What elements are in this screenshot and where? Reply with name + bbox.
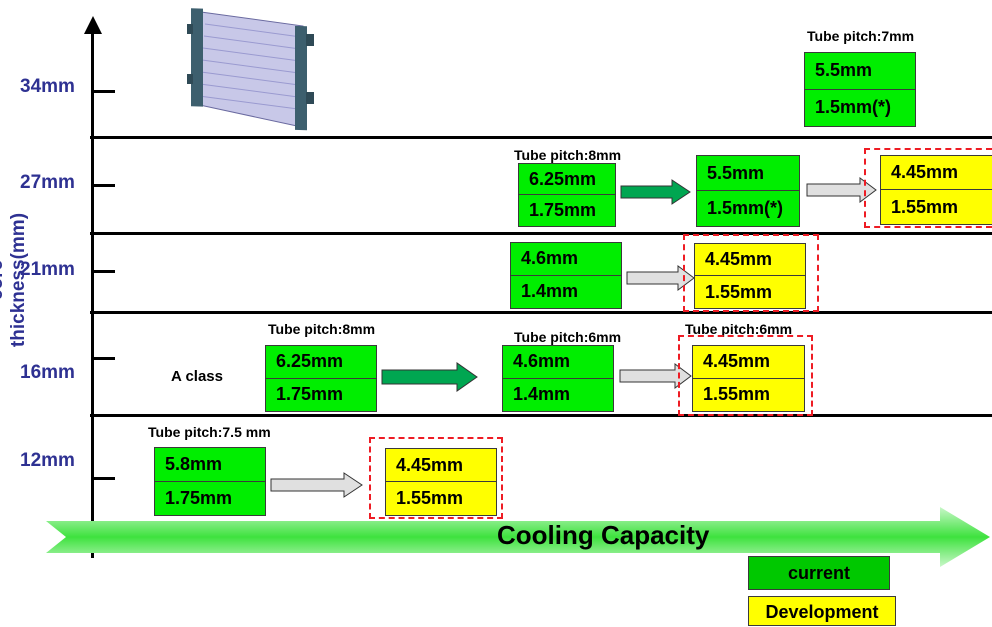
spec-value-top: 4.45mm [881, 156, 992, 190]
spec-box-16-current-1: 6.25mm 1.75mm [265, 345, 377, 412]
spec-box-16-current-2: 4.6mm 1.4mm [502, 345, 614, 412]
a-class-label: A class [171, 368, 223, 385]
spec-value-top: 5.5mm [697, 156, 799, 191]
tube-pitch-label-16-b: Tube pitch:6mm [514, 329, 622, 345]
spec-value-bottom: 1.55mm [396, 488, 464, 508]
spec-box-21-current: 4.6mm 1.4mm [510, 242, 622, 309]
spec-value-top: 6.25mm [266, 346, 376, 379]
tube-pitch-label-16-a: Tube pitch:8mm [268, 321, 376, 337]
tube-pitch-label-16-c: Tube pitch:6mm [685, 321, 793, 337]
spec-value-bottom: 1.4mm [521, 281, 579, 302]
green-arrow-16 [381, 362, 478, 392]
development-outline-27 [864, 148, 992, 228]
spec-value-top: 6.25mm [519, 164, 615, 195]
development-outline-21 [683, 234, 819, 312]
spec-box-16-development: 4.45mm 1.55mm [692, 345, 805, 412]
row-divider-16-12 [90, 414, 992, 417]
spec-value-bottom: 1.55mm [703, 384, 771, 405]
row-divider-21-16 [90, 311, 992, 314]
tube-pitch-label-27: Tube pitch:8mm [514, 147, 622, 163]
y-axis-arrowhead [84, 16, 102, 34]
spec-value-bottom: 1.4mm [513, 384, 571, 405]
y-axis-title: core thickness(mm) [0, 212, 29, 348]
spec-box-34-current: 5.5mm 1.5mm(*) [804, 52, 916, 127]
spec-box-21-development: 4.45mm 1.55mm [694, 243, 806, 309]
y-label-16mm: 16mm [20, 362, 75, 383]
spec-value-bottom: 1.75mm [529, 200, 597, 220]
tick-12mm [93, 477, 115, 480]
tick-21mm [93, 270, 115, 273]
tube-pitch-label-12: Tube pitch:7.5 mm [148, 424, 271, 440]
spec-value-top: 5.5mm [805, 53, 915, 90]
legend-development: Development [748, 596, 896, 626]
spec-value-top: 5.8mm [155, 448, 265, 482]
development-outline-12 [369, 437, 503, 519]
tube-pitch-label-34: Tube pitch:7mm [807, 28, 915, 44]
y-axis-line [91, 30, 94, 558]
spec-value-top: 4.6mm [503, 346, 613, 379]
y-label-12mm: 12mm [20, 450, 75, 471]
tick-27mm [93, 184, 115, 187]
cooling-capacity-label: Cooling Capacity [497, 520, 710, 550]
spec-box-12-current: 5.8mm 1.75mm [154, 447, 266, 516]
cooling-capacity-arrow [46, 507, 990, 567]
y-label-27mm: 27mm [20, 172, 75, 193]
spec-value-bottom: 1.75mm [165, 487, 233, 508]
green-arrow-27 [620, 179, 691, 205]
spec-value-top: 4.6mm [511, 243, 621, 276]
spec-value-bottom: 1.55mm [705, 281, 773, 302]
spec-value-bottom: 1.5mm(*) [707, 198, 784, 218]
gray-arrow-27 [806, 177, 877, 203]
y-label-21mm: 21mm [20, 259, 75, 280]
spec-box-12-development: 4.45mm 1.55mm [385, 448, 497, 516]
spec-value-top: 4.45mm [695, 244, 805, 276]
gray-arrow-21 [626, 265, 695, 291]
spec-value-top: 4.45mm [386, 449, 496, 482]
y-label-34mm: 34mm [20, 76, 75, 97]
spec-value-bottom: 1.5mm(*) [815, 97, 892, 118]
legend-current: current [748, 556, 890, 590]
row-divider-34-27 [90, 136, 992, 139]
gray-arrow-12 [270, 472, 363, 498]
gray-arrow-16 [619, 363, 692, 389]
tick-16mm [93, 357, 115, 360]
spec-box-27-development: 4.45mm 1.55mm [880, 155, 992, 225]
radiator-image [187, 8, 314, 131]
row-divider-27-21 [90, 232, 992, 235]
spec-value-top: 4.45mm [693, 346, 804, 379]
spec-value-bottom: 1.75mm [276, 384, 344, 405]
tick-34mm [93, 90, 115, 93]
development-outline-16 [678, 335, 813, 416]
spec-box-27-current-2: 5.5mm 1.5mm(*) [696, 155, 800, 227]
spec-box-27-current-1: 6.25mm 1.75mm [518, 163, 616, 227]
spec-value-bottom: 1.55mm [891, 196, 959, 217]
